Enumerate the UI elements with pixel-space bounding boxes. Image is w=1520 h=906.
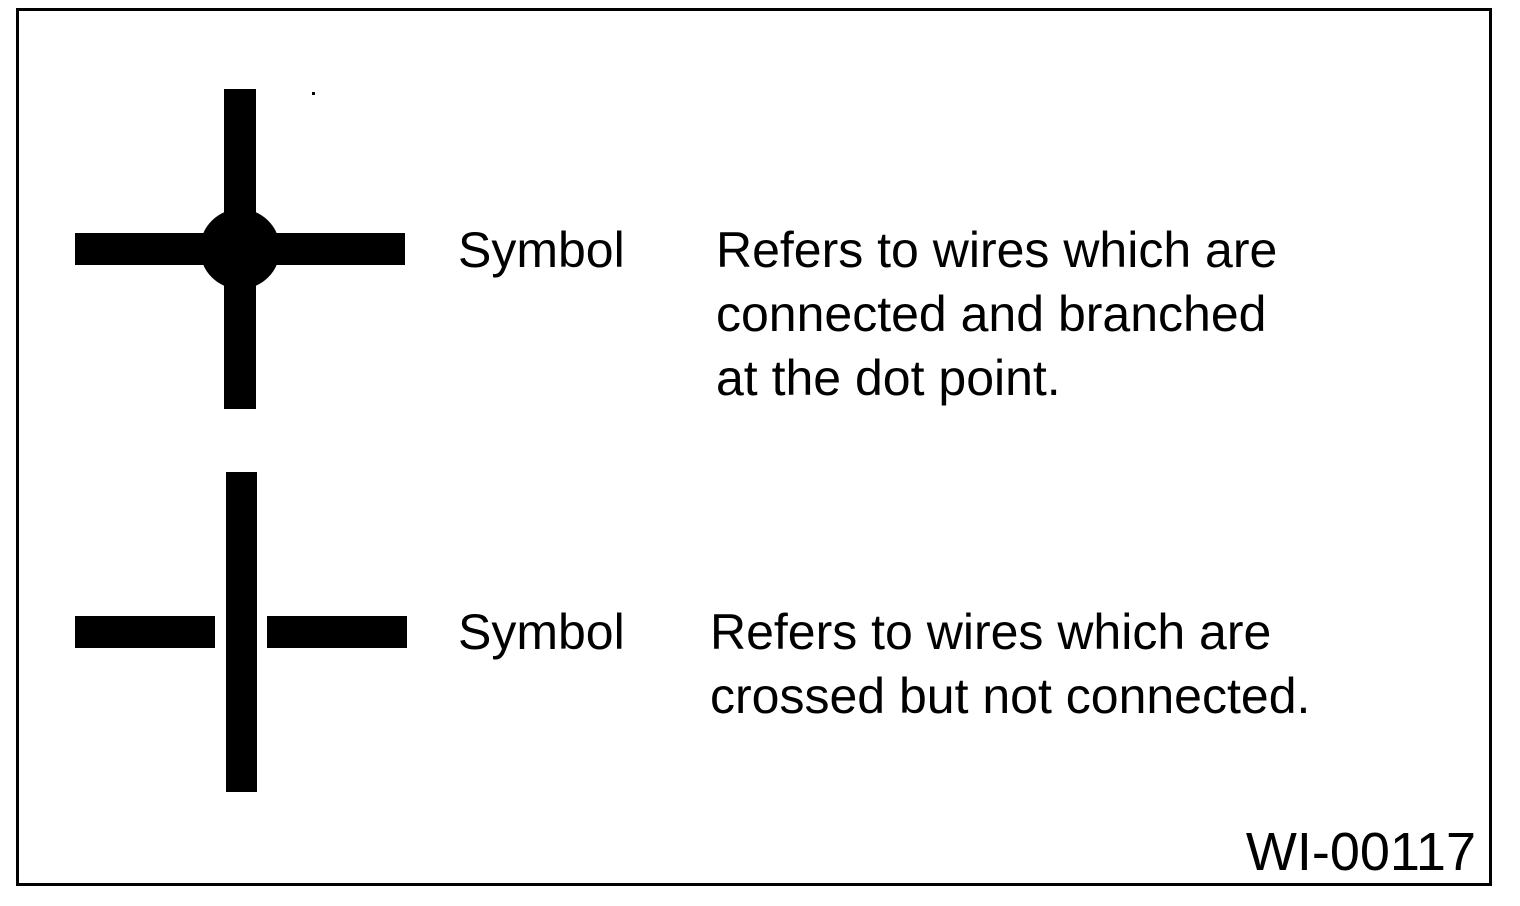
- description-line: Refers to wires which are: [716, 222, 1278, 278]
- symbol-description: Refers to wires which are crossed but no…: [710, 600, 1310, 728]
- description-line: connected and branched: [716, 286, 1267, 342]
- symbol-label: Symbol: [458, 604, 625, 660]
- speck-mark: [312, 92, 315, 95]
- description-line: at the dot point.: [716, 350, 1061, 406]
- symbol-description: Refers to wires which are connected and …: [716, 218, 1277, 410]
- description-line: Refers to wires which are: [710, 604, 1272, 660]
- description-line: crossed but not connected.: [710, 668, 1311, 724]
- diagram-frame: [16, 8, 1492, 886]
- figure-code: WI-00117: [1245, 822, 1476, 882]
- symbol-label: Symbol: [458, 222, 625, 278]
